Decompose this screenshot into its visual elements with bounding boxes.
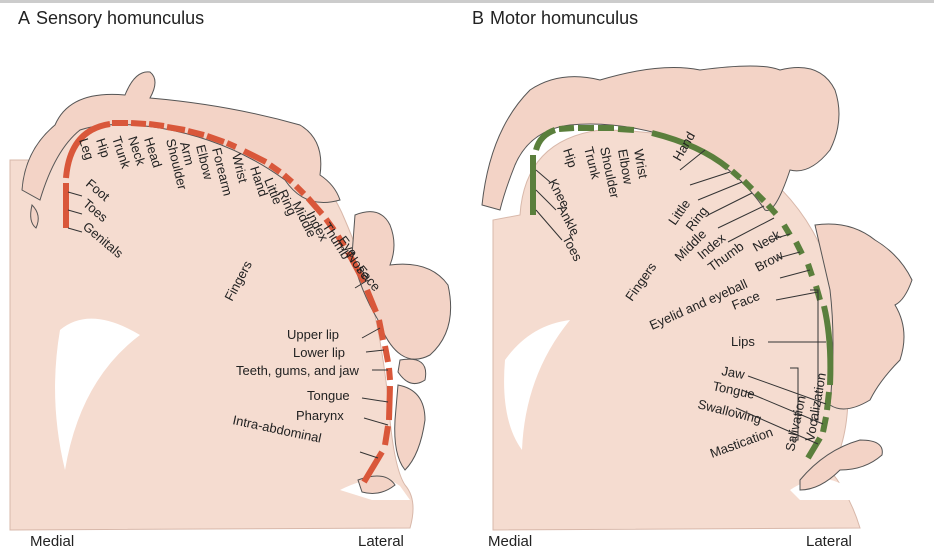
panel-a-segment xyxy=(149,124,164,126)
panel-a-label-teeth-gums-jaw: Teeth, gums, and jaw xyxy=(236,363,359,378)
panel-b-diagram: Hip Trunk Shoulder Elbow Wrist Hand Litt… xyxy=(482,66,912,530)
panel-a-diagram: Leg Hip Trunk Neck Head Shoulder Arm Elb… xyxy=(10,72,451,530)
panel-a-segment xyxy=(167,127,185,130)
panel-a-segment xyxy=(389,368,390,380)
panel-a-label-lower-lip: Lower lip xyxy=(293,345,345,360)
panel-a-segment xyxy=(188,131,204,135)
panel-a-label-tongue: Tongue xyxy=(307,388,350,403)
panel-b-segment xyxy=(618,129,634,130)
panel-a-segment xyxy=(385,346,388,362)
panel-b-segment xyxy=(827,392,829,410)
panel-a-segment xyxy=(379,320,383,340)
panel-a-tongue-figure xyxy=(395,385,425,470)
panel-b-segment xyxy=(823,417,826,432)
panel-a-label-upper-lip: Upper lip xyxy=(287,327,339,342)
panel-b-segment xyxy=(559,128,574,129)
panel-b-label-lips: Lips xyxy=(731,334,755,349)
panel-a-segment xyxy=(227,143,236,147)
panel-a-teeth-figure xyxy=(398,359,426,383)
panel-a-segment xyxy=(131,123,146,124)
panel-a-segment xyxy=(389,386,390,420)
panel-a-segment xyxy=(385,426,388,445)
panel-a-label-pharynx: Pharynx xyxy=(296,408,344,423)
